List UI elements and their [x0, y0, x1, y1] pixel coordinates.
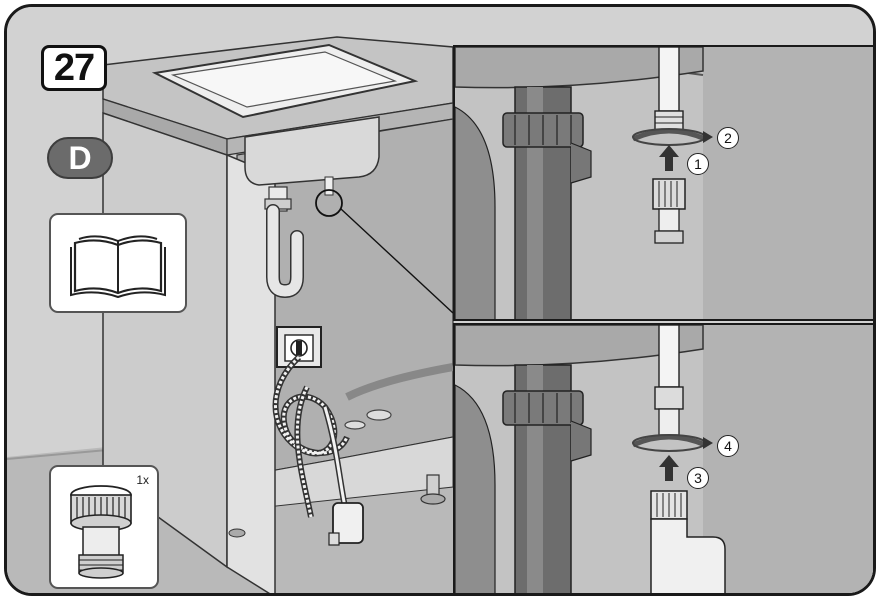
- parts-card: 1x: [49, 465, 159, 589]
- instruction-frame: 27 D 1x: [4, 4, 876, 596]
- quantity-label: 1x: [136, 473, 149, 487]
- step-marker-2: 2: [717, 127, 739, 149]
- step-marker-4: 4: [717, 435, 739, 457]
- step-number-badge: 27: [41, 45, 107, 91]
- variant-letter-badge: D: [47, 137, 113, 179]
- manual-reference-card: [49, 213, 187, 313]
- step-marker-1: 1: [687, 153, 709, 175]
- detail-inset-top: 2 1: [453, 45, 876, 321]
- step-marker-3: 3: [687, 467, 709, 489]
- detail-inset-bottom: 4 3: [453, 323, 876, 596]
- open-book-icon: [51, 215, 185, 311]
